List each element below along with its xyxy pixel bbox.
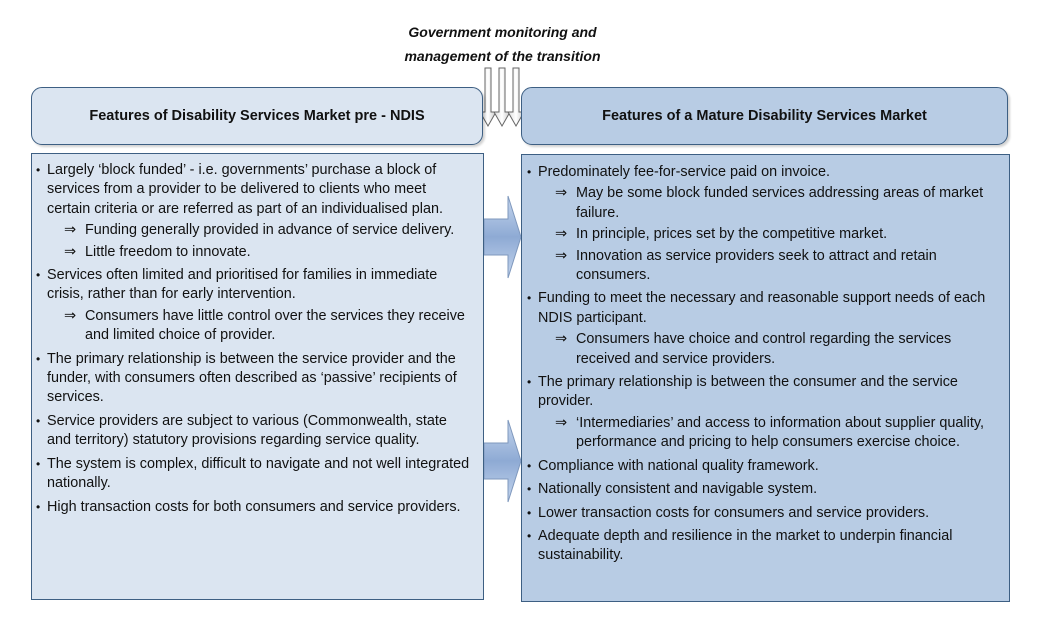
triple-down-arrow-icon (479, 67, 525, 128)
list-item-text: Service providers are subject to various… (47, 412, 447, 449)
list-item-text: Largely ‘block funded’ - i.e. government… (47, 162, 443, 217)
sub-item: ⇒ Innovation as service providers seek to… (538, 247, 999, 286)
list-item: • Lower transaction costs for consumers a… (527, 504, 999, 523)
list-item: • Predominately fee-for-service paid on i… (527, 163, 999, 285)
implies-arrow-icon: ⇒ (555, 185, 568, 202)
list-item-text: High transaction costs for both consumer… (47, 498, 461, 515)
sub-item-text: ‘Intermediaries’ and access to informati… (576, 414, 984, 451)
sub-item-text: Little freedom to innovate. (85, 243, 251, 260)
implies-arrow-icon: ⇒ (555, 414, 568, 431)
implies-arrow-icon: ⇒ (555, 331, 568, 348)
list-item: • Compliance with national quality framew… (527, 457, 999, 476)
implies-arrow-icon: ⇒ (555, 247, 568, 264)
list-item: • Funding to meet the necessary and reaso… (527, 289, 999, 369)
sub-item: ⇒ ‘Intermediaries’ and access to informat… (538, 414, 999, 453)
bullet-icon: • (527, 291, 532, 306)
list-item-text: The system is complex, difficult to navi… (47, 455, 470, 492)
list-item: • Adequate depth and resilience in the ma… (527, 527, 999, 566)
list-item-text: Services often limited and prioritised f… (47, 267, 438, 303)
government-oversight-label: Government monitoring and management of … (380, 20, 625, 68)
bullet-icon: • (527, 375, 532, 390)
right-arrow-icon (484, 195, 522, 279)
list-item: • The primary relationship is between the… (527, 373, 999, 453)
bullet-icon: • (527, 528, 532, 543)
list-item-text: Nationally consistent and navigable syst… (538, 481, 818, 498)
list-item: • Largely ‘block funded’ - i.e. governmen… (36, 161, 473, 262)
sub-item-text: Innovation as service providers seek to … (576, 247, 937, 284)
list-item: • Service providers are subject to variou… (36, 412, 473, 451)
bullet-icon: • (36, 163, 41, 177)
implies-arrow-icon: ⇒ (64, 243, 77, 260)
bullet-icon: • (36, 268, 41, 283)
sub-item: ⇒ Funding generally provided in advance o… (47, 221, 473, 240)
list-item: • The system is complex, difficult to nav… (36, 455, 473, 494)
pre-ndis-market-title: Features of Disability Services Market p… (89, 108, 425, 124)
mature-market-header: Features of a Mature Disability Services… (521, 87, 1008, 145)
government-label-line1: Government monitoring and (408, 24, 597, 40)
bullet-icon: • (36, 413, 41, 428)
bullet-icon: • (527, 165, 532, 179)
sub-item-text: Consumers have little control over the s… (85, 307, 465, 344)
bullet-icon: • (527, 458, 532, 473)
bullet-icon: • (527, 505, 532, 520)
list-item: • The primary relationship is between the… (36, 350, 473, 408)
sub-item-text: In principle, prices set by the competit… (576, 226, 888, 243)
list-item-text: Adequate depth and resilience in the mar… (538, 527, 953, 564)
right-arrow-icon (484, 419, 522, 503)
list-item-text: The primary relationship is between the … (47, 350, 457, 406)
sub-item: ⇒ Consumers have choice and control regar… (538, 330, 999, 369)
list-item: • Services often limited and prioritised … (36, 266, 473, 346)
sub-item-text: Funding generally provided in advance of… (85, 222, 455, 239)
bullet-icon: • (36, 351, 41, 366)
sub-item: ⇒ Little freedom to innovate. (47, 243, 473, 262)
list-item-text: Predominately fee-for-service paid on in… (538, 164, 830, 180)
sub-item-text: May be some block funded services addres… (576, 185, 984, 221)
mature-market-features-box: • Predominately fee-for-service paid on i… (521, 154, 1010, 602)
implies-arrow-icon: ⇒ (64, 307, 77, 324)
list-item-text: Lower transaction costs for consumers an… (538, 504, 930, 521)
sub-item: ⇒ May be some block funded services addre… (538, 184, 999, 223)
list-item: • High transaction costs for both consume… (36, 498, 473, 517)
sub-item: ⇒ Consumers have little control over the … (47, 307, 473, 346)
sub-item: ⇒ In principle, prices set by the competi… (538, 225, 999, 244)
list-item-text: Funding to meet the necessary and reason… (538, 290, 986, 326)
government-label-line2: management of the transition (404, 48, 601, 64)
sub-item-text: Consumers have choice and control regard… (576, 331, 952, 367)
list-item-text: Compliance with national quality framewo… (538, 457, 819, 474)
list-item-text: The primary relationship is between the … (538, 374, 958, 410)
implies-arrow-icon: ⇒ (64, 222, 77, 239)
list-item: • Nationally consistent and navigable sys… (527, 480, 999, 499)
bullet-icon: • (527, 482, 532, 497)
bullet-icon: • (36, 456, 41, 471)
mature-market-title: Features of a Mature Disability Services… (602, 108, 927, 124)
pre-ndis-features-box: • Largely ‘block funded’ - i.e. governmen… (31, 153, 484, 600)
pre-ndis-market-header: Features of Disability Services Market p… (31, 87, 483, 145)
bullet-icon: • (36, 499, 41, 514)
implies-arrow-icon: ⇒ (555, 226, 568, 243)
